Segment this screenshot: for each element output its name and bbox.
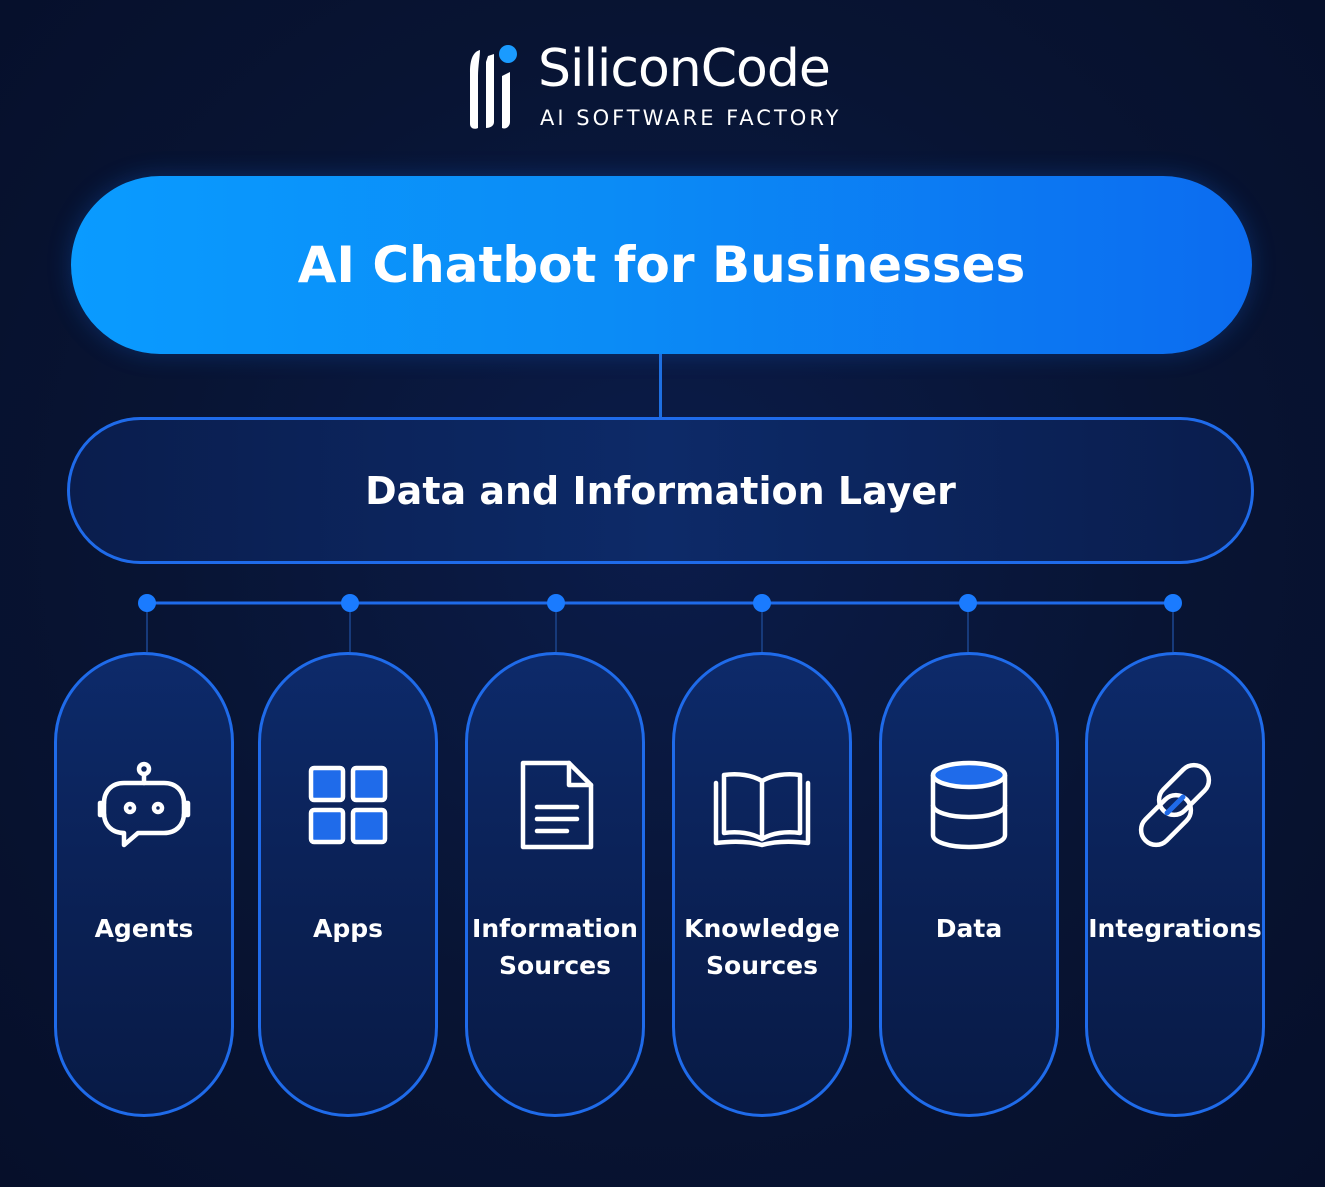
card-label-information-sources: Information Sources xyxy=(468,910,642,984)
card-label-line: Information xyxy=(472,914,638,943)
bus-dot-1 xyxy=(138,594,156,612)
brand-tagline: AI SOFTWARE FACTORY xyxy=(540,106,842,130)
chatbot-title-banner: AI Chatbot for Businesses xyxy=(71,176,1252,354)
open-book-icon xyxy=(712,755,812,855)
document-icon xyxy=(505,755,605,855)
card-label-line: Agents xyxy=(94,914,194,943)
card-label-line: Sources xyxy=(499,951,611,980)
link-icon xyxy=(1125,755,1225,855)
card-label-line: Data xyxy=(935,914,1003,943)
card-integrations: Integrations xyxy=(1085,652,1265,1117)
bus-dot-2 xyxy=(341,594,359,612)
data-information-layer: Data and Information Layer xyxy=(67,417,1254,564)
database-icon xyxy=(919,755,1019,855)
card-information-sources: Information Sources xyxy=(465,652,645,1117)
bus-dot-5 xyxy=(959,594,977,612)
card-label-line: Integrations xyxy=(1088,914,1262,943)
brand-logo: SiliconCode AI SOFTWARE FACTORY xyxy=(462,38,862,138)
card-label-line: Apps xyxy=(312,914,384,943)
card-agents: Agents xyxy=(54,652,234,1117)
card-label-agents: Agents xyxy=(57,910,231,947)
card-label-line: Sources xyxy=(706,951,818,980)
card-apps: Apps xyxy=(258,652,438,1117)
apps-grid-icon xyxy=(298,755,398,855)
diagram-title: AI Chatbot for Businesses xyxy=(297,236,1026,294)
bus-dot-3 xyxy=(547,594,565,612)
card-knowledge-sources: Knowledge Sources xyxy=(672,652,852,1117)
card-label-data: Data xyxy=(882,910,1056,947)
layer-title: Data and Information Layer xyxy=(365,468,956,513)
robot-chat-icon xyxy=(94,755,194,855)
vertical-connector xyxy=(659,354,662,418)
card-data: Data xyxy=(879,652,1059,1117)
card-label-knowledge-sources: Knowledge Sources xyxy=(675,910,849,984)
card-label-line: Knowledge xyxy=(684,914,840,943)
siliconcode-logo-icon xyxy=(470,45,517,129)
card-label-apps: Apps xyxy=(261,910,435,947)
brand-name: SiliconCode xyxy=(538,39,831,99)
bus-dot-4 xyxy=(753,594,771,612)
bus-dot-6 xyxy=(1164,594,1182,612)
card-label-integrations: Integrations xyxy=(1088,910,1262,947)
